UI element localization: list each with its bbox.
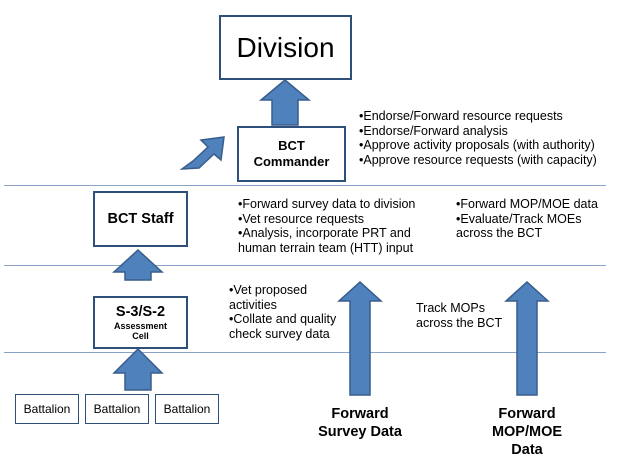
battalion-box-1: Battalion: [15, 394, 79, 424]
mop-bullet: Forward MOP/MOE data: [456, 197, 616, 212]
divider-top: [4, 185, 606, 186]
divider-bottom: [4, 352, 606, 353]
staff-bullet: Forward survey data to division: [238, 197, 448, 212]
forward-mop-arrow: [504, 280, 550, 396]
battalion-box-2: Battalion: [85, 394, 149, 424]
divider-middle: [4, 265, 606, 266]
staff-bullet: Vet resource requests: [238, 212, 448, 227]
commander-bullet: Endorse/Forward analysis: [359, 124, 621, 139]
bct-staff-box: BCT Staff: [93, 191, 188, 247]
s3-bullet-list: Vet proposed activities Collate and qual…: [229, 283, 337, 341]
forward-survey-arrow: [337, 280, 383, 396]
division-title: Division: [236, 31, 335, 63]
bct-commander-box: BCT Commander: [237, 126, 346, 182]
track-mops-text: Track MOPs across the BCT: [416, 301, 502, 331]
battalion-label-3: Battalion: [163, 402, 211, 416]
up-arrow-s3: [112, 347, 164, 391]
commander-bullet: Approve resource requests (with capacity…: [359, 153, 621, 168]
bct-staff-title: BCT Staff: [107, 211, 174, 227]
s3s2-title: S-3/S-2: [115, 304, 166, 320]
bct-commander-line1: BCT: [278, 138, 305, 153]
commander-bullet: Endorse/Forward resource requests: [359, 109, 621, 124]
division-box: Division: [219, 15, 352, 80]
up-arrow-division: [258, 79, 312, 126]
bct-commander-line2: Commander: [253, 154, 330, 169]
forward-mop-line2: MOP/MOE: [491, 424, 563, 440]
staff-bullet: Analysis, incorporate PRT and human terr…: [238, 226, 448, 255]
mop-bullet: Evaluate/Track MOEs across the BCT: [456, 212, 616, 241]
s3s2-assessment-box: S-3/S-2 Assessment Cell: [93, 296, 188, 349]
forward-survey-line2: Survey Data: [318, 424, 402, 440]
forward-survey-line1: Forward: [331, 406, 389, 422]
commander-bullet: Approve activity proposals (with authori…: [359, 138, 621, 153]
forward-mop-line3: Data: [511, 442, 543, 458]
diagonal-arrow-commander: [179, 136, 225, 170]
forward-survey-label: Forward Survey Data: [310, 405, 410, 441]
s3-bullet: Collate and quality check survey data: [229, 312, 337, 341]
staff-bullet-list: Forward survey data to division Vet reso…: [238, 197, 448, 255]
battalion-box-3: Battalion: [155, 394, 219, 424]
mop-bullet-list: Forward MOP/MOE data Evaluate/Track MOEs…: [456, 197, 616, 241]
track-mops-line2: across the BCT: [416, 316, 503, 330]
forward-mop-label: Forward MOP/MOE Data: [482, 405, 572, 459]
s3s2-sub2: Cell: [132, 331, 149, 341]
battalion-label-1: Battalion: [23, 402, 71, 416]
s3-bullet: Vet proposed activities: [229, 283, 337, 312]
up-arrow-staff: [112, 248, 164, 281]
forward-mop-line1: Forward: [498, 406, 556, 422]
s3s2-sub1: Assessment: [113, 321, 168, 331]
track-mops-line1: Track MOPs: [416, 301, 485, 315]
battalion-label-2: Battalion: [93, 402, 141, 416]
commander-bullet-list: Endorse/Forward resource requests Endors…: [359, 109, 621, 167]
